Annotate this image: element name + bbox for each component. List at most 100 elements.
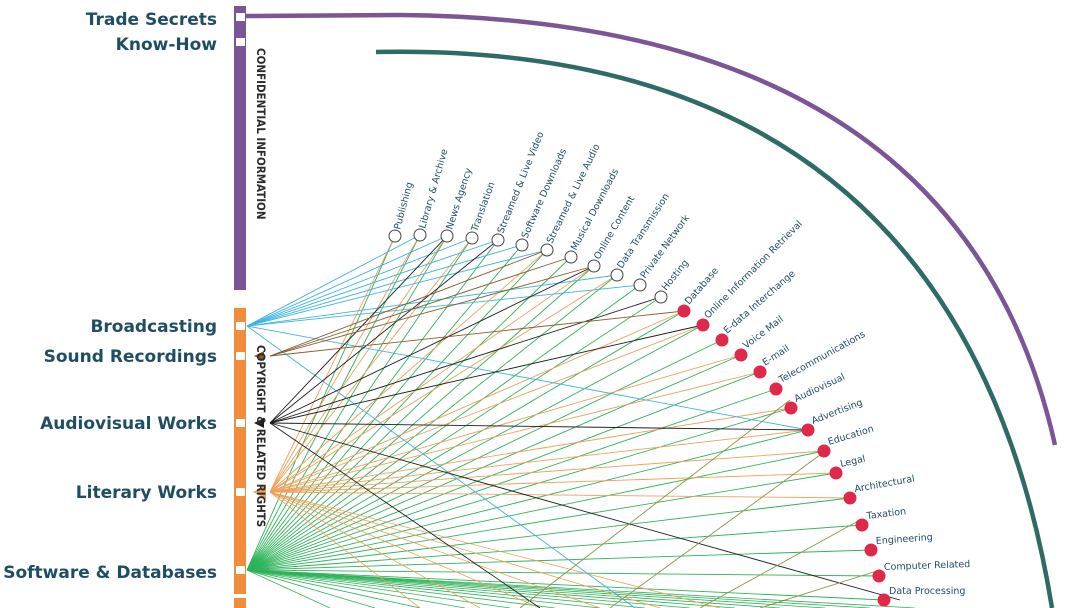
link-software [246,354,742,571]
link-software [246,265,595,571]
link-sound [269,310,685,357]
service-node [388,229,402,243]
link-software [246,569,871,608]
link-software [246,497,851,571]
sound-recordings-arrow [254,351,264,361]
service-label: Education [827,424,875,448]
category-label-audiovisual-works: Audiovisual Works [40,414,217,434]
link-literary [269,491,541,608]
link-software [246,569,880,577]
link-software [246,450,825,571]
service-label: Data Processing [889,586,965,597]
link-broadcasting [246,249,548,327]
link-literary [269,237,473,493]
service-node [610,268,624,282]
service-node [413,228,427,242]
service-node [587,259,601,273]
link-software [246,569,826,608]
service-label: Advertising [810,397,864,427]
link-software [246,569,781,608]
link-audiovisual [269,422,901,601]
service-label: Audiovisual [793,372,847,405]
confidential-notch-know-how [236,38,245,46]
service-node [843,491,857,505]
link-broadcasting [246,274,618,327]
literary-arrow [253,485,266,499]
link-literary [269,450,825,493]
service-label: Telecommunications [776,329,867,386]
teal-arc [375,49,1055,608]
category-label-sound-recordings: Sound Recordings [44,347,217,367]
confidential-notch-trade-secrets [236,13,245,21]
link-cross [519,399,791,608]
connection-links [246,234,916,608]
link-software [246,569,691,608]
link-broadcasting [246,235,448,327]
link-software [246,569,916,608]
category-label-know-how: Know-How [116,35,218,55]
copyright-bar-bottom [234,598,246,608]
copyright-group-label: COPYRIGHT & RELATED RIGHTS [254,345,268,527]
link-broadcasting [246,234,421,327]
link-literary [269,265,595,493]
link-broadcasting [246,239,499,327]
link-sound [269,249,548,357]
link-software [246,249,548,571]
service-label: Translation [469,181,497,234]
link-broadcasting [246,284,641,327]
confidential-arc [245,12,1058,446]
link-software [246,284,641,571]
link-software [246,310,685,571]
link-software [246,324,704,571]
service-nodes [388,228,891,607]
copyright-notch-software [236,566,245,574]
service-label: Publishing [392,181,415,231]
service-label: E-mail [761,343,792,368]
link-literary [269,472,837,493]
link-software [246,569,556,608]
service-label: Library & Archive [417,148,450,230]
service-label: News Agency [444,166,474,231]
link-literary [269,491,721,608]
service-node [440,229,454,243]
link-software [246,235,448,571]
service-node [633,278,647,292]
service-label: Engineering [875,532,933,547]
category-bars: CONFIDENTIAL INFORMATION COPYRIGHT & REL… [234,6,268,608]
link-literary [269,407,792,493]
service-node [784,401,798,415]
service-node [654,290,668,304]
link-software [246,235,396,571]
service-node [801,423,815,437]
link-literary [269,371,761,493]
link-software [246,339,723,571]
link-literary [269,354,742,493]
link-audiovisual [269,422,809,431]
link-sound [269,265,595,357]
copyright-notch-audiovisual [236,419,245,427]
link-broadcasting [246,325,636,608]
service-node [465,231,479,245]
confidential-group-label: CONFIDENTIAL INFORMATION [254,48,268,220]
service-label: Architectural [854,474,916,495]
link-software [246,569,601,608]
service-node [877,593,891,607]
link-literary [269,491,481,608]
copyright-bar [234,308,246,594]
link-literary [269,429,809,493]
link-software [246,549,872,571]
link-literary [269,234,421,493]
service-node [540,243,554,257]
link-software [246,296,662,571]
link-audiovisual [269,235,448,424]
service-node [715,333,729,347]
link-software [246,256,572,571]
service-node [769,382,783,396]
service-node [515,238,529,252]
outer-arcs [245,12,1058,608]
link-cross [699,519,861,608]
category-label-literary-works: Literary Works [76,483,217,503]
service-node [491,233,505,247]
